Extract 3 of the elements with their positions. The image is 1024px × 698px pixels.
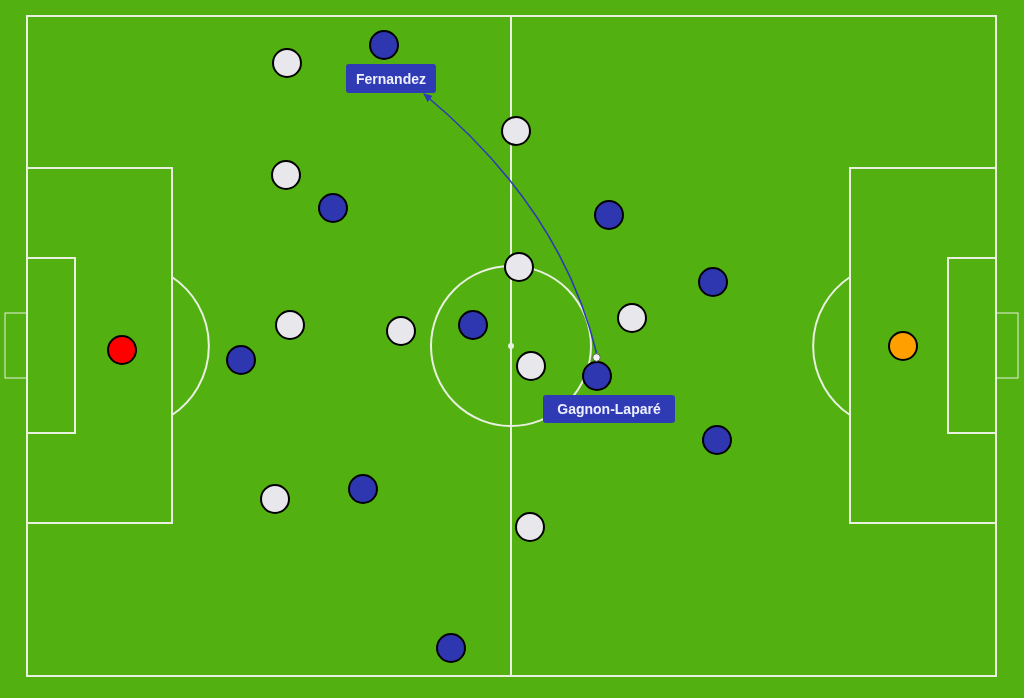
- player-name-tag: Gagnon-Laparé: [543, 395, 675, 423]
- player-name-tag: Fernandez: [346, 64, 436, 93]
- pass-arrow: [423, 93, 598, 354]
